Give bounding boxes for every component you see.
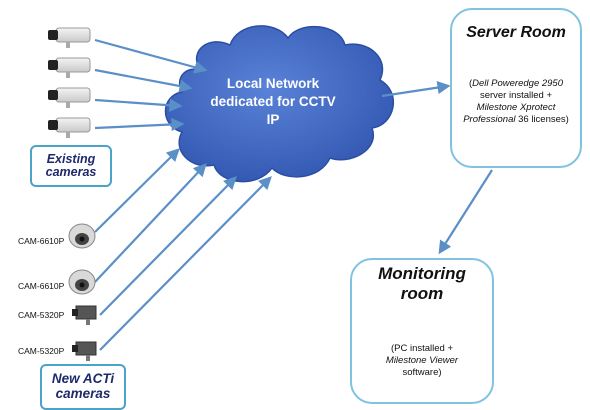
arrow-cloud-to-server bbox=[381, 81, 451, 98]
monitoring-desc-line3: software) bbox=[402, 366, 442, 378]
existing-cameras-line2: cameras bbox=[45, 165, 97, 179]
dome-camera-1-icon bbox=[68, 223, 96, 249]
existing-cameras-line1: Existing bbox=[46, 151, 96, 166]
monitoring-title-line1: Monitoring bbox=[378, 264, 466, 283]
monitoring-room-title: Monitoring room bbox=[352, 264, 492, 303]
monitoring-room-panel: Monitoring room (PC installed + Mileston… bbox=[350, 258, 494, 404]
server-room-description: (Dell Poweredge 2950 server installed + … bbox=[452, 78, 580, 126]
new-cameras-line2: cameras bbox=[55, 386, 111, 401]
existing-cameras-label-box: Existing cameras bbox=[30, 145, 112, 187]
cam-label-3: CAM-5320P bbox=[18, 310, 65, 320]
arrow-cam2 bbox=[94, 68, 193, 93]
cloud-network-icon bbox=[164, 25, 395, 183]
server-desc-end: 36 licenses) bbox=[518, 113, 569, 125]
new-camera-arrows bbox=[94, 148, 272, 351]
cloud-label-line3: IP bbox=[266, 112, 280, 128]
cloud-label-line1: Local Network bbox=[226, 76, 320, 91]
existing-camera-arrows bbox=[94, 38, 208, 132]
cloud-label-line2: dedicated for CCTV bbox=[210, 94, 336, 110]
monitoring-room-description: (PC installed + Milestone Viewer softwar… bbox=[352, 343, 492, 379]
dome-camera-2-icon bbox=[68, 269, 96, 295]
arrow-cam4 bbox=[94, 117, 185, 132]
server-desc-software: Milestone Xprotect Professional bbox=[463, 101, 556, 125]
server-desc-hardware: Dell Poweredge 2950 bbox=[472, 78, 563, 89]
existing-camera-1-icon bbox=[48, 27, 91, 48]
server-room-panel: Server Room (Dell Poweredge 2950 server … bbox=[450, 8, 582, 168]
cloud-label: Local Network dedicated for CCTV IP bbox=[203, 75, 343, 130]
server-room-title: Server Room bbox=[466, 24, 566, 41]
arrow-cam5320-1 bbox=[99, 176, 237, 316]
existing-camera-4-icon bbox=[48, 117, 91, 138]
arrow-cam6610-2 bbox=[94, 163, 207, 283]
existing-camera-3-icon bbox=[48, 87, 91, 108]
cam-label-1: CAM-6610P bbox=[18, 236, 65, 246]
arrow-cam1 bbox=[94, 38, 208, 74]
new-cameras-label-box: New ACTi cameras bbox=[40, 364, 126, 410]
monitoring-title-line2: room bbox=[400, 283, 444, 303]
monitoring-desc-software: Milestone Viewer bbox=[385, 354, 459, 366]
new-cameras-line1: New ACTi bbox=[51, 371, 115, 387]
existing-camera-2-icon bbox=[48, 57, 91, 78]
arrow-server-to-monitoring bbox=[438, 169, 493, 255]
cam-label-4: CAM-5320P bbox=[18, 346, 65, 356]
monitoring-desc-line1: (PC installed + bbox=[390, 343, 454, 355]
arrow-cam5320-2 bbox=[99, 176, 272, 351]
arrow-cam3 bbox=[94, 98, 183, 112]
arrow-cam6610-1 bbox=[94, 148, 180, 233]
box-camera-2-icon bbox=[72, 341, 97, 361]
server-desc-mid: server installed + bbox=[479, 89, 553, 101]
server-desc-open: ( bbox=[468, 78, 473, 89]
box-camera-1-icon bbox=[72, 305, 97, 325]
cam-label-2: CAM-6610P bbox=[18, 281, 65, 291]
